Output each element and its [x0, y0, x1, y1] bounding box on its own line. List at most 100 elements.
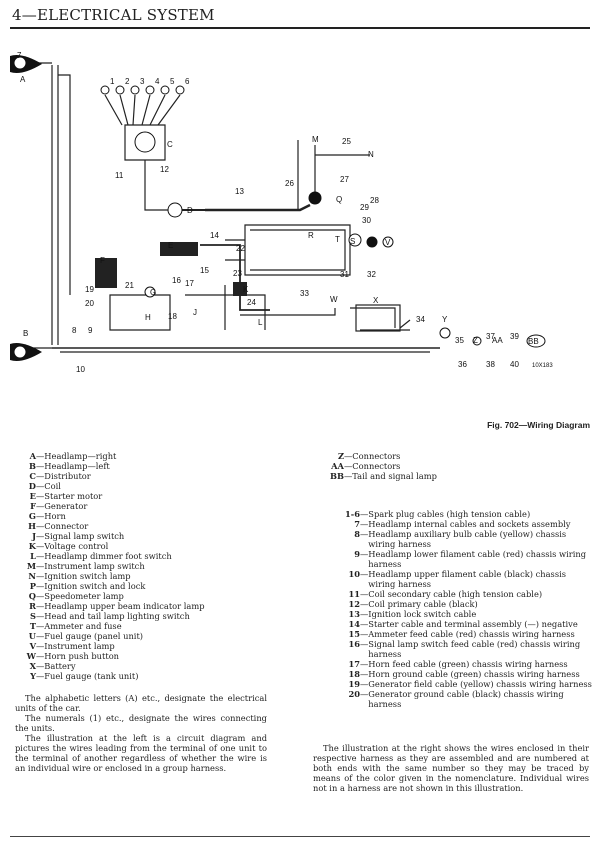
- unit-label-n: N: [368, 150, 374, 159]
- legend-dash: —: [36, 541, 45, 551]
- legend-dash: —: [36, 571, 45, 581]
- legend-dash: —: [36, 601, 45, 611]
- wire-label-33: 33: [300, 289, 309, 298]
- legend-key: 11: [348, 589, 360, 599]
- unit-label-g: G: [150, 288, 156, 297]
- wire-label-18: 18: [168, 312, 177, 321]
- unit-label-c: C: [167, 140, 173, 149]
- legend-dash: —: [36, 581, 45, 591]
- wire-label-2: 2: [125, 77, 130, 86]
- legend-text: Horn feed cable (green) chassis wiring h…: [368, 659, 568, 669]
- legend-key: 14: [348, 619, 360, 629]
- wire-label-32: 32: [367, 270, 376, 279]
- legend-key: S: [30, 611, 36, 621]
- unit-label-v: V: [385, 238, 391, 247]
- wire-label-23: 23: [233, 269, 242, 278]
- unit-label-x: X: [373, 296, 379, 305]
- legend-row: 11—Coil secondary cable (high tension ca…: [322, 589, 592, 599]
- legend-text: Coil: [44, 481, 61, 491]
- legend-text: Ignition switch lamp: [44, 571, 131, 581]
- legend-row: E—Starter motor: [20, 491, 205, 501]
- legend-key: L: [30, 551, 36, 561]
- legend-row: Q—Speedometer lamp: [20, 591, 205, 601]
- unit-label-e: E: [168, 241, 173, 250]
- legend-key: Q: [28, 591, 36, 601]
- legend-key: V: [29, 641, 36, 651]
- legend-key: A: [29, 451, 36, 461]
- legend-text: Headlamp—right: [44, 451, 117, 461]
- legend-key: D: [28, 481, 36, 491]
- legend-dash: —: [36, 561, 45, 571]
- legend-text: Connector: [44, 521, 89, 531]
- unit-label-s: S: [350, 237, 355, 246]
- unit-label-aa: AA: [492, 336, 503, 345]
- legend-key: AA: [331, 461, 344, 471]
- legend-row: F—Generator: [20, 501, 205, 511]
- legend-text: Headlamp dimmer foot switch: [44, 551, 172, 561]
- legend-key: W: [26, 651, 36, 661]
- unit-label-b: B: [23, 329, 28, 338]
- legend-row: 7—Headlamp internal cables and sockets a…: [322, 519, 592, 529]
- legend-row: G—Horn: [20, 511, 205, 521]
- legend-dash: —: [36, 451, 45, 461]
- legend-key: T: [29, 621, 36, 631]
- legend-row: 9—Headlamp lower filament cable (red) ch…: [322, 549, 592, 569]
- paragraph: The numerals (1) etc., designate the wir…: [15, 713, 267, 733]
- legend-dash: —: [360, 679, 369, 689]
- legend-text: Connectors: [352, 451, 401, 461]
- wire-label-26: 26: [285, 179, 294, 188]
- legend-row: 10—Headlamp upper filament cable (black)…: [322, 569, 592, 589]
- wire-label-20: 20: [85, 299, 94, 308]
- legend-text: Headlamp auxiliary bulb cable (yellow) c…: [368, 529, 567, 549]
- legend-key: Z: [337, 451, 344, 461]
- legend-key: 7: [354, 519, 360, 529]
- legend-row: N—Ignition switch lamp: [20, 571, 205, 581]
- legend-key: 8: [354, 529, 360, 539]
- legend-key: BB: [329, 471, 344, 481]
- legend-text: Ammeter and fuse: [44, 621, 122, 631]
- wire-label-29: 29: [360, 203, 369, 212]
- legend-key: P: [29, 581, 36, 591]
- wire-label-9: 9: [88, 326, 93, 335]
- wire-label-35: 35: [455, 336, 464, 345]
- wire-label-14: 14: [210, 231, 219, 240]
- legend-text: Spark plug cables (high tension cable): [368, 509, 531, 519]
- legend-row: 1-6—Spark plug cables (high tension cabl…: [322, 509, 592, 519]
- legend-key: J: [32, 531, 36, 541]
- legend-key: 17: [348, 659, 360, 669]
- legend-row: 18—Horn ground cable (green) chassis wir…: [322, 669, 592, 679]
- legend-dash: —: [36, 491, 45, 501]
- wire-label-6: 6: [185, 77, 190, 86]
- legend-dash: —: [36, 621, 45, 631]
- wire-label-22: 22: [236, 244, 245, 253]
- legend-key: 18: [348, 669, 360, 679]
- diagram-code: 10X183: [532, 363, 553, 369]
- legend-row: S—Head and tail lamp lighting switch: [20, 611, 205, 621]
- legend-row: 8—Headlamp auxiliary bulb cable (yellow)…: [322, 529, 592, 549]
- header-rule: [10, 27, 590, 29]
- legend-text: Headlamp—left: [44, 461, 110, 471]
- unit-label-k: K: [243, 285, 249, 294]
- legend-text: Signal lamp switch: [44, 531, 125, 541]
- legend-key: 12: [348, 599, 360, 609]
- legend-dash: —: [36, 631, 45, 641]
- unit-label-p: P: [312, 193, 317, 202]
- unit-label-j: J: [193, 308, 197, 317]
- legend-key: H: [28, 521, 36, 531]
- legend-text: Fuel gauge (panel unit): [44, 631, 144, 641]
- legend-dash: —: [344, 451, 353, 461]
- legend-row: Y—Fuel gauge (tank unit): [20, 671, 205, 681]
- legend-row: BB—Tail and signal lamp: [322, 471, 437, 481]
- legend-dash: —: [36, 611, 45, 621]
- legend-row: AA—Connectors: [322, 461, 437, 471]
- legend-row: 14—Starter cable and terminal assembly (…: [322, 619, 592, 629]
- legend-text: Starter motor: [44, 491, 103, 501]
- legend-row: U—Fuel gauge (panel unit): [20, 631, 205, 641]
- legend-text: Generator field cable (yellow) chassis w…: [368, 679, 592, 689]
- wire-label-27: 27: [340, 175, 349, 184]
- legend-text: Headlamp internal cables and sockets ass…: [368, 519, 571, 529]
- legend-key: M: [26, 561, 36, 571]
- legend-text: Generator: [44, 501, 88, 511]
- wire-label-36: 36: [458, 360, 467, 369]
- wiring-diagram: 7 A B C D E F G H J K L M N P Q R S T U …: [0, 30, 600, 400]
